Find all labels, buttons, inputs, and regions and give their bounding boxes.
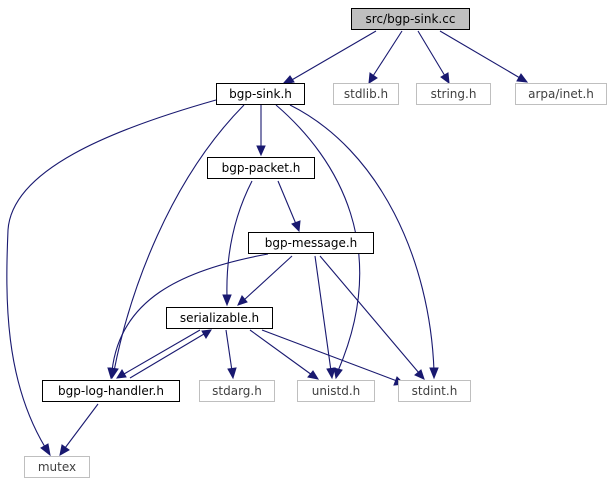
node-string-h[interactable]: string.h — [416, 83, 491, 105]
edge-bgp-sink-h-to-stdint-h-arrow — [429, 367, 439, 380]
node-bgp-packet-h[interactable]: bgp-packet.h — [207, 157, 315, 179]
edge-serializable-h-to-stdarg-h-arrow — [227, 367, 237, 380]
edge-src-bgp-sink-cc-to-bgp-sink-h — [289, 30, 377, 82]
node-stdlib-h[interactable]: stdlib.h — [333, 83, 399, 105]
edge-bgp-log-handler-h-to-mutex-arrow — [59, 444, 70, 456]
edge-bgp-log-handler-h-to-mutex — [64, 403, 99, 449]
edge-serializable-h-to-bgp-log-handler-h — [123, 329, 201, 375]
node-src-bgp-sink-cc[interactable]: src/bgp-sink.cc — [351, 8, 470, 30]
node-stdint-h[interactable]: stdint.h — [398, 380, 471, 402]
edge-src-bgp-sink-cc-to-stdlib-h — [372, 30, 403, 77]
node-mutex[interactable]: mutex — [24, 456, 90, 478]
node-bgp-message-h[interactable]: bgp-message.h — [248, 232, 374, 254]
edge-bgp-message-h-to-stdint-h — [319, 255, 420, 374]
edge-bgp-sink-h-to-mutex-arrow — [40, 443, 51, 457]
node-arpa-inet-h[interactable]: arpa/inet.h — [515, 83, 607, 105]
edge-src-bgp-sink-cc-to-arpa-inet-h — [439, 30, 521, 79]
node-stdarg-h[interactable]: stdarg.h — [199, 380, 275, 402]
node-unistd-h[interactable]: unistd.h — [297, 380, 375, 402]
edge-bgp-packet-h-to-bgp-message-h-arrow — [291, 220, 301, 233]
edge-serializable-h-to-unistd-h — [249, 329, 313, 376]
edge-serializable-h-to-bgp-log-handler-h-arrow — [116, 369, 127, 379]
edge-bgp-message-h-to-bgp-log-handler-h — [111, 253, 269, 372]
edge-src-bgp-sink-cc-to-string-h — [417, 30, 446, 77]
edge-bgp-message-h-to-serializable-h — [243, 255, 293, 301]
node-bgp-log-handler-h[interactable]: bgp-log-handler.h — [42, 380, 180, 402]
edge-bgp-packet-h-to-serializable-h — [226, 180, 253, 298]
edge-src-bgp-sink-cc-to-stdlib-h-arrow — [368, 72, 378, 84]
edge-bgp-packet-h-to-serializable-h-arrow — [222, 294, 232, 307]
edge-bgp-sink-h-to-bgp-packet-h-arrow — [256, 145, 266, 157]
node-bgp-sink-h[interactable]: bgp-sink.h — [216, 83, 305, 105]
edge-bgp-sink-h-to-mutex — [6, 99, 217, 448]
edge-bgp-sink-h-to-bgp-log-handler-h — [113, 104, 245, 372]
edge-bgp-message-h-to-serializable-h-arrow — [237, 295, 248, 306]
edge-bgp-packet-h-to-bgp-message-h — [277, 180, 297, 225]
node-serializable-h[interactable]: serializable.h — [166, 307, 273, 329]
edge-bgp-sink-h-to-stdint-h — [289, 104, 435, 372]
edge-serializable-h-to-stdint-h — [261, 329, 398, 382]
edge-serializable-h-to-unistd-h-arrow — [307, 370, 320, 380]
edge-bgp-message-h-to-unistd-h — [314, 255, 332, 372]
edge-src-bgp-sink-cc-to-arpa-inet-h-arrow — [516, 73, 529, 83]
edge-serializable-h-to-stdarg-h — [225, 329, 233, 372]
edge-bgp-sink-h-to-unistd-h-arrow — [333, 367, 343, 380]
edge-bgp-message-h-to-stdint-h-arrow — [414, 369, 425, 380]
edge-bgp-message-h-to-bgp-log-handler-h-arrow — [107, 367, 117, 380]
edge-bgp-message-h-to-unistd-h-arrow — [326, 367, 336, 380]
edge-src-bgp-sink-cc-to-string-h-arrow — [440, 72, 450, 85]
edge-bgp-sink-h-to-unistd-h — [275, 104, 361, 372]
edge-bgp-log-handler-h-to-serializable-h-arrow — [201, 329, 212, 339]
edge-bgp-log-handler-h-to-serializable-h — [129, 333, 205, 379]
